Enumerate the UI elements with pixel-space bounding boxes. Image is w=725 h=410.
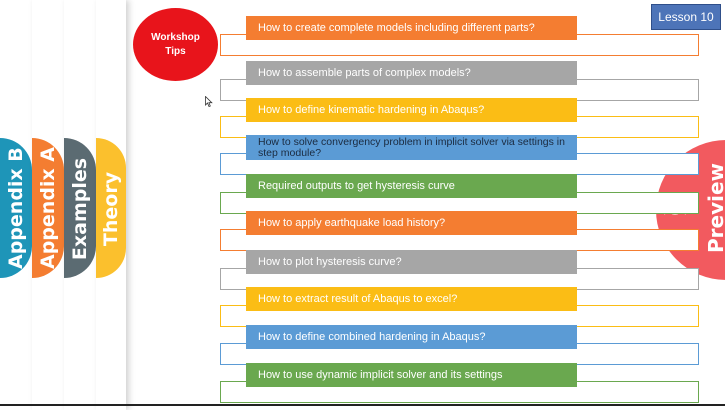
tab-appendix-b-pill — [0, 138, 32, 278]
tab-examples-pill — [64, 138, 96, 278]
tip-item-label: How to plot hysteresis curve? — [258, 255, 402, 268]
tab-appendix-b-label: Appendix B — [5, 147, 27, 269]
tip-item-label: Required outputs to get hysteresis curve — [258, 179, 455, 192]
tab-theory[interactable]: Theory — [96, 0, 126, 410]
tip-item-label: How to use dynamic implicit solver and i… — [258, 368, 503, 381]
tab-theory-pill — [96, 138, 126, 278]
preview-tab-label: Preview — [704, 162, 725, 254]
tip-item[interactable]: How to solve convergency problem in impl… — [246, 135, 577, 160]
tip-item-label: How to apply earthquake load history? — [258, 216, 446, 229]
tab-examples-label: Examples — [69, 157, 91, 261]
tab-theory-label: Theory — [100, 171, 122, 247]
tip-item[interactable]: How to assemble parts of complex models? — [246, 61, 577, 85]
mouse-cursor-icon — [205, 96, 213, 107]
tab-examples[interactable]: Examples — [64, 0, 96, 410]
tab-appendix-a-pill — [32, 138, 64, 278]
tip-item[interactable]: Required outputs to get hysteresis curve — [246, 174, 577, 198]
tip-item-label: How to create complete models including … — [258, 21, 535, 34]
tip-item-label: How to define kinematic hardening in Aba… — [258, 103, 485, 116]
tab-appendix-a-label: Appendix A — [37, 146, 59, 269]
tip-item[interactable]: How to create complete models including … — [246, 16, 577, 40]
tip-item-label: How to define combined hardening in Abaq… — [258, 330, 486, 343]
tip-item[interactable]: How to define kinematic hardening in Aba… — [246, 98, 577, 122]
tip-item[interactable]: How to apply earthquake load history? — [246, 211, 577, 235]
tip-item-label: How to solve convergency problem in impl… — [258, 135, 565, 159]
tip-item[interactable]: How to extract result of Abaqus to excel… — [246, 287, 577, 311]
workshop-tips-label: Workshop Tips — [151, 31, 200, 57]
tab-appendix-b[interactable]: Appendix B — [0, 0, 32, 410]
tip-item[interactable]: How to plot hysteresis curve? — [246, 250, 577, 274]
lesson-badge: Lesson 10 — [651, 4, 721, 30]
bottom-divider — [0, 404, 725, 406]
tab-appendix-a[interactable]: Appendix A — [32, 0, 64, 410]
tip-item-label: How to extract result of Abaqus to excel… — [258, 292, 458, 305]
tip-item[interactable]: How to use dynamic implicit solver and i… — [246, 363, 577, 387]
tip-item[interactable]: How to define combined hardening in Abaq… — [246, 325, 577, 349]
tip-item-label: How to assemble parts of complex models? — [258, 66, 471, 79]
workshop-tips-badge: Workshop Tips — [133, 8, 218, 81]
